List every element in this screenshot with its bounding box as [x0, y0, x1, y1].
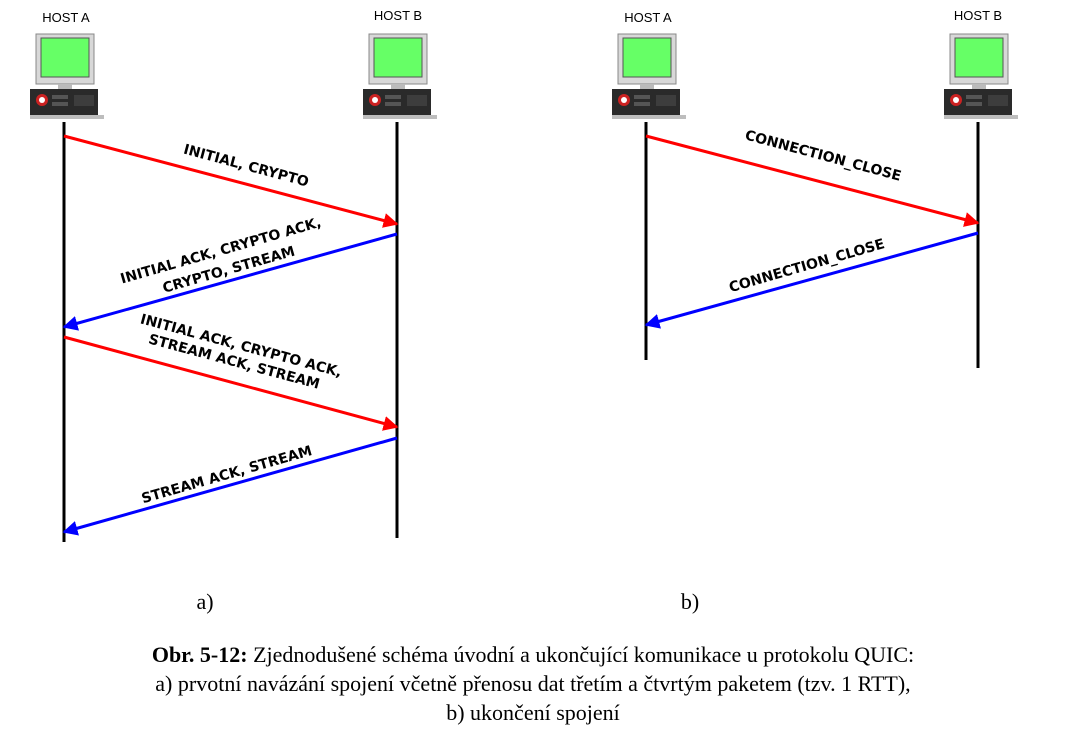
- caption-line-1: Obr. 5-12: Zjednodušené schéma úvodní a …: [0, 640, 1066, 669]
- host-a-computer-icon: [29, 33, 105, 120]
- arrow-stream-ack-final: [62, 436, 398, 536]
- arrow-connection-close-response: [644, 231, 979, 329]
- arrow-stream-ack-stream: [63, 335, 399, 431]
- msg-connection-close-1: CONNECTION_CLOSE: [743, 128, 903, 185]
- panel-b: HOST A HOST B CONNECTION_CLOSE CONNECTIO…: [611, 8, 1019, 614]
- msg-stream-ack: STREAM ACK, STREAM: [140, 443, 314, 507]
- host-b-computer-icon: [362, 33, 438, 120]
- caption-line1-text: Zjednodušené schéma úvodní a ukončující …: [247, 642, 915, 667]
- caption-line-2: a) prvotní navázání spojení včetně přeno…: [155, 671, 911, 696]
- host-a-computer-icon: [611, 33, 687, 120]
- caption-prefix: Obr. 5-12:: [151, 642, 248, 667]
- arrow-initial-crypto: [63, 134, 399, 228]
- panel-a-label: a): [196, 589, 213, 614]
- arrow-initial-ack-stream: [62, 232, 398, 331]
- host-b-label: HOST B: [954, 8, 1002, 23]
- arrow-connection-close-request: [645, 134, 980, 227]
- caption-line-3: b) ukončení spojení: [446, 700, 620, 725]
- figure-caption: Obr. 5-12: Zjednodušené schéma úvodní a …: [0, 640, 1066, 727]
- host-a-label: HOST A: [42, 10, 90, 25]
- panel-b-label: b): [681, 589, 699, 614]
- host-a-label: HOST A: [624, 10, 672, 25]
- host-b-computer-icon: [943, 33, 1019, 120]
- host-b-label: HOST B: [374, 8, 422, 23]
- panel-a: HOST A HOST B INITIAL, CRYPTO INITIAL AC…: [29, 8, 438, 614]
